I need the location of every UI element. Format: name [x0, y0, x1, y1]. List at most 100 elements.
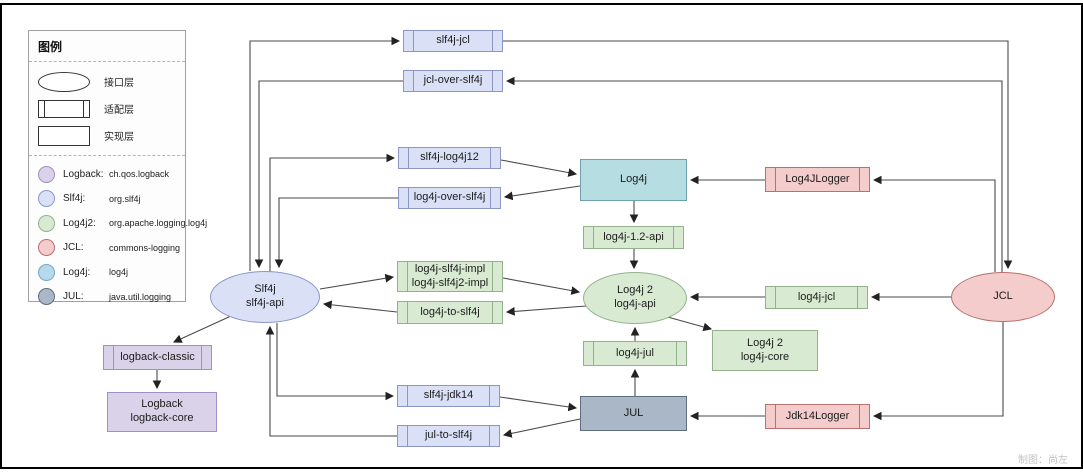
node-label-line1: Log4j 2	[616, 284, 654, 297]
node-label: logback-classic	[120, 350, 195, 363]
legend-name: JUL:	[63, 291, 84, 303]
node-log4j: Log4j	[580, 159, 687, 201]
node-jdk14logger: Jdk14Logger	[765, 404, 870, 429]
node-label-line1: log4j-slf4j-impl	[414, 262, 486, 275]
node-label-line2: log4j-core	[740, 350, 790, 363]
edge-jcl-to-log4jlogger	[872, 175, 996, 272]
node-label-line1: Slf4j	[254, 283, 276, 296]
legend-package: ch.qos.logback	[109, 169, 170, 180]
legend-name: Log4j2:	[63, 217, 96, 229]
node-label: jul-to-slf4j	[424, 429, 473, 442]
legend-item-jul: JUL: java.util.logging	[38, 285, 176, 310]
edge-slf4j-jcl-to-jcl	[503, 40, 1013, 270]
node-label: Jdk14Logger	[785, 409, 850, 422]
node-label-line2: log4j-slf4j2-impl	[411, 276, 489, 289]
node-jul-to-slf4j: jul-to-slf4j	[397, 425, 500, 447]
node-log4j2-api: Log4j 2 log4j-api	[583, 272, 687, 324]
node-log4j-to-slf4j: log4j-to-slf4j	[397, 301, 503, 324]
node-label: slf4j-log4j12	[420, 151, 479, 164]
node-label: log4j-to-slf4j	[420, 305, 480, 318]
node-label: slf4j-jdk14	[423, 389, 474, 402]
legend-shape-label: 接口层	[104, 78, 134, 89]
node-log4j-jul: log4j-jul	[583, 341, 687, 366]
edge-jcl-over-slf4j-to-slf4j	[254, 80, 403, 269]
node-log4j-jcl: log4j-jcl	[765, 286, 868, 309]
legend-package: org.slf4j	[109, 193, 141, 204]
node-label: jcl-over-slf4j	[423, 74, 483, 87]
node-label-line1: Log4j 2	[746, 336, 784, 349]
node-label: log4j-jul	[616, 346, 654, 359]
node-slf4j-log4j12: slf4j-log4j12	[398, 147, 501, 169]
node-label-line1: Logback	[141, 398, 183, 411]
jul-color-swatch	[38, 288, 55, 306]
legend-name: JCL:	[63, 242, 84, 254]
node-label: log4j-over-slf4j	[413, 191, 486, 204]
legend-item-slf4j: Slf4j: org.slf4j	[38, 187, 176, 212]
node-label: log4j-jcl	[797, 290, 836, 303]
edge-log4j2-to-log4j-core	[663, 315, 713, 332]
edge-log4j-to-log4j-over-slf4j	[503, 185, 581, 201]
node-label: slf4j-jcl	[436, 34, 470, 47]
legend-divider	[29, 61, 185, 62]
legend-item-jcl: JCL: commons-logging	[38, 236, 180, 261]
node-log4jlogger: Log4JLogger	[765, 167, 870, 192]
edge-jul-to-slf4j-to-slf4j	[265, 325, 397, 437]
logback-color-swatch	[38, 165, 55, 183]
edge-jcl-to-jdk14logger	[872, 322, 1004, 421]
node-label-line2: logback-core	[130, 412, 194, 424]
node-log4j-slf4j-impl: log4j-slf4j-impl log4j-slf4j2-impl	[397, 261, 503, 292]
jcl-color-swatch	[38, 239, 55, 257]
node-jcl-over-slf4j: jcl-over-slf4j	[403, 70, 503, 92]
edge-jul-to-jul-to-slf4j	[502, 418, 581, 438]
author-credit: 制图：尚左	[1018, 455, 1068, 466]
node-label: JUL	[623, 406, 644, 419]
node-slf4j-jdk14: slf4j-jdk14	[397, 385, 500, 407]
edge-slf4j-to-log4j-slf4j-impl	[319, 273, 395, 290]
legend-item-interface-layer: 接口层	[38, 68, 176, 95]
node-logback-core: Logback logback-core	[107, 392, 217, 432]
legend-item-implementation-layer: 实现层	[38, 122, 176, 149]
edge-log4j-to-slf4j-to-slf4j	[322, 300, 398, 313]
legend-shape-label: 适配层	[104, 105, 134, 116]
edge-slf4j-to-logback-classic	[172, 315, 232, 343]
edge-slf4j-to-slf4j-jcl	[249, 36, 401, 271]
edge-slf4j-log4j12-to-log4j	[500, 159, 578, 177]
legend-shape-label: 实现层	[104, 132, 134, 143]
node-label-line2: log4j-api	[614, 298, 656, 310]
log4j-color-swatch	[38, 263, 55, 281]
node-label: log4j-1.2-api	[603, 230, 664, 243]
node-log4j-core: Log4j 2 log4j-core	[712, 330, 818, 371]
node-label: Log4JLogger	[785, 172, 850, 185]
edge-slf4j-jdk14-to-jul	[499, 396, 578, 412]
legend-package: java.util.logging	[109, 291, 172, 302]
node-slf4j-jcl: slf4j-jcl	[403, 30, 503, 52]
legend-package: log4j	[109, 267, 129, 278]
legend-item-log4j: Log4j: log4j	[38, 260, 176, 285]
node-label: Log4j	[620, 173, 647, 186]
legend-name: Slf4j:	[63, 193, 86, 205]
node-log4j-1-2-api: log4j-1.2-api	[583, 226, 684, 249]
legend-package: org.apache.logging.log4j	[109, 218, 208, 229]
legend-package: commons-logging	[109, 242, 181, 253]
node-label: JCL	[993, 290, 1013, 303]
edge-slf4j-to-slf4j-log4j12	[269, 153, 396, 272]
node-log4j-over-slf4j: log4j-over-slf4j	[398, 187, 501, 209]
legend-item-log4j2: Log4j2: org.apache.logging.log4j	[38, 211, 207, 236]
node-jul: JUL	[580, 396, 687, 431]
legend-name: Logback:	[63, 168, 104, 180]
interface-layer-shape-sample	[38, 71, 90, 92]
legend-name: Log4j:	[63, 266, 91, 278]
edge-slf4j-to-slf4j-jdk14	[276, 323, 395, 401]
edge-log4j-over-slf4j-to-slf4j	[274, 197, 398, 269]
log4j2-color-swatch	[38, 214, 55, 232]
legend-item-logback: Logback: ch.qos.logback	[38, 162, 176, 187]
node-logback-classic: logback-classic	[103, 345, 212, 370]
legend-panel: 图例 接口层 适配层 实现层 Logback: ch.qos.logback S…	[28, 30, 207, 306]
legend-title: 图例	[38, 40, 63, 54]
node-slf4j-api: Slf4j slf4j-api	[210, 271, 320, 323]
adapter-layer-shape-sample	[38, 99, 90, 118]
legend-item-adapter-layer: 适配层	[38, 95, 176, 122]
slf4j-color-swatch	[38, 190, 55, 208]
legend-divider	[29, 155, 185, 156]
